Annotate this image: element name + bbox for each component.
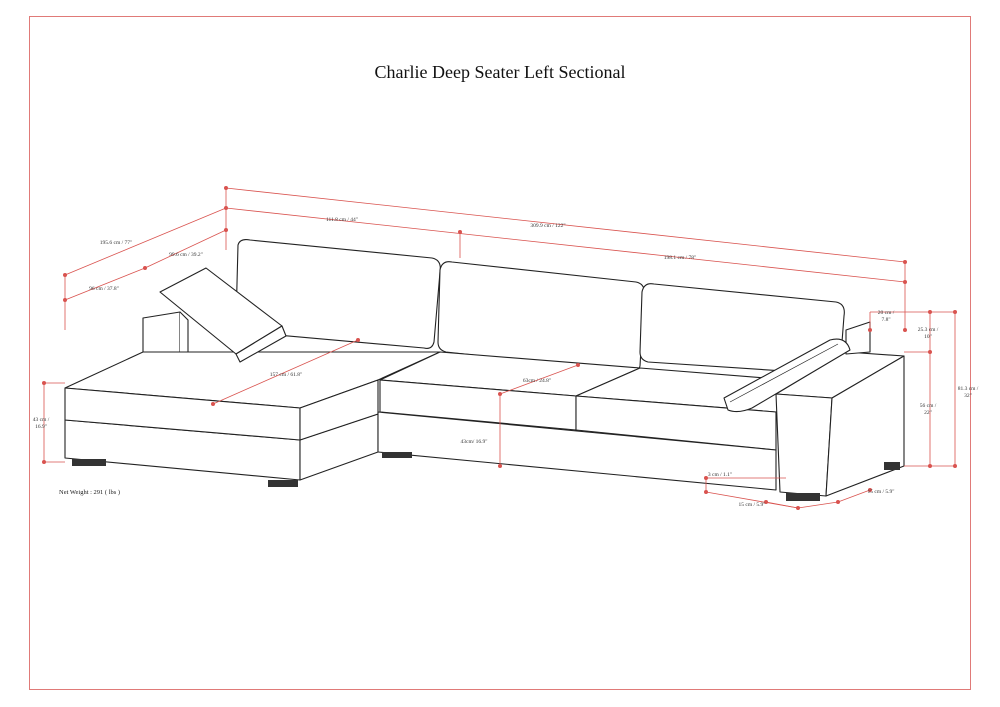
sofa-length-label: 198.1 cm / 78" bbox=[664, 255, 697, 261]
total-height-label-b: 32" bbox=[964, 393, 972, 399]
overall-length-label: 309.9 cm / 122" bbox=[530, 223, 565, 229]
dimension-labels: 309.9 cm / 122" 111.8 cm / 44" 198.1 cm … bbox=[33, 217, 979, 508]
chaise-height-label-a: 43 cm / bbox=[33, 417, 50, 423]
seat-depth-label: 63cm / 24.8" bbox=[523, 378, 551, 384]
chaise-length-label: 111.8 cm / 44" bbox=[326, 217, 358, 223]
sofa-outline bbox=[64, 239, 905, 501]
page-border bbox=[29, 16, 971, 690]
seat-height-label: 43cm/ 16.9" bbox=[461, 439, 488, 445]
arm-height-label-b: 22" bbox=[924, 410, 932, 416]
arm-height-label-a: 56 cm / bbox=[920, 403, 937, 409]
chaise-width-label: 99.6 cm / 39.2" bbox=[169, 252, 203, 258]
net-weight-label: Net Weight : 291 ( lbs ) bbox=[59, 489, 121, 496]
leg-height-label: 3 cm / 1.1" bbox=[708, 472, 732, 478]
overall-depth-label: 195.6 cm / 77" bbox=[100, 240, 133, 246]
back-height-label-b: 10" bbox=[924, 334, 932, 340]
back-height-label-a: 25.3 cm / bbox=[918, 327, 939, 333]
sofa-depth-label: 96 cm / 37.8" bbox=[89, 286, 119, 292]
chaise-seat-depth-label: 157 cm / 61.8" bbox=[270, 372, 303, 378]
leg-depth-label: 15 cm / 5.9" bbox=[739, 502, 766, 508]
leg-width-label: 15 cm / 5.9" bbox=[868, 489, 895, 495]
total-height-label-a: 81.3 cm / bbox=[958, 386, 979, 392]
arm-width-label-b: 7.8" bbox=[881, 317, 890, 323]
product-title: Charlie Deep Seater Left Sectional bbox=[374, 62, 626, 82]
arm-width-label-a: 20 cm / bbox=[878, 310, 895, 316]
chaise-height-label-b: 16.9" bbox=[35, 424, 47, 430]
dimension-lines bbox=[42, 186, 957, 510]
